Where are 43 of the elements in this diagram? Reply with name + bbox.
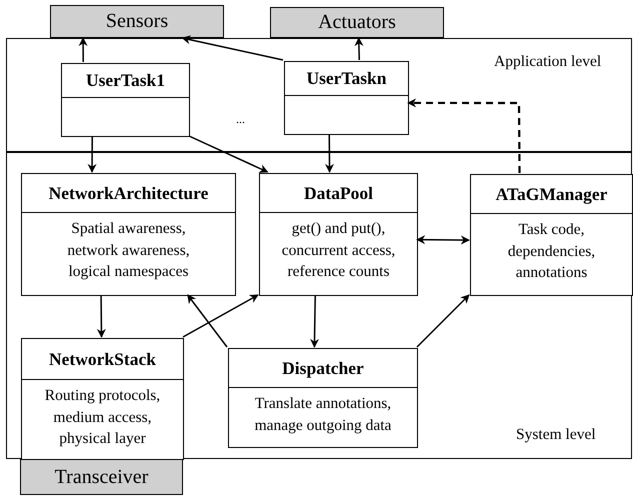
arrow — [88, 136, 97, 173]
arrow — [181, 35, 284, 61]
arrow — [354, 37, 364, 60]
component-description: Spatial awareness, network awareness, logical namespaces — [66, 219, 191, 282]
component-title: UserTaskn — [285, 62, 408, 96]
arrow — [416, 235, 470, 245]
arrow — [182, 294, 259, 338]
component-box — [259, 173, 418, 296]
arrow — [188, 135, 268, 173]
component-title: UserTask1 — [62, 64, 189, 98]
device-label: Transceiver — [54, 466, 148, 488]
component-description: get() and put(), concurrent access, reference counts — [280, 219, 396, 282]
component-title: Dispatcher — [229, 349, 417, 388]
arrow — [310, 294, 320, 348]
level-band — [6, 38, 632, 152]
component-box — [470, 174, 633, 296]
component-title: NetworkArchitecture — [22, 174, 235, 213]
component-title: DataPool — [260, 174, 417, 213]
dashed-arrow — [407, 98, 521, 173]
level-label: System level — [516, 426, 596, 444]
component-title: ATaGManager — [471, 175, 632, 214]
component-box — [61, 63, 190, 137]
component-title: NetworkStack — [22, 339, 183, 380]
device-box — [270, 7, 444, 38]
component-box — [228, 348, 418, 448]
device-label: Sensors — [106, 10, 168, 33]
component-box — [21, 173, 236, 296]
device-label: Actuators — [318, 11, 396, 34]
arrow — [187, 294, 228, 348]
component-description: Routing protocols, medium access, physical layer — [44, 386, 162, 450]
arrow — [96, 295, 106, 338]
arrow — [78, 37, 88, 62]
component-box — [21, 338, 184, 460]
component-box — [284, 61, 409, 135]
component-description: Task code, dependencies, annotations — [506, 220, 596, 284]
component-description: Translate annotations, manage outgoing data — [254, 394, 392, 436]
device-box — [20, 459, 183, 495]
arrow — [416, 294, 470, 348]
device-box — [50, 5, 224, 38]
ellipsis-label: ... — [236, 112, 245, 127]
level-label: Application level — [494, 53, 602, 71]
arrow — [324, 134, 334, 173]
level-band — [6, 152, 632, 459]
